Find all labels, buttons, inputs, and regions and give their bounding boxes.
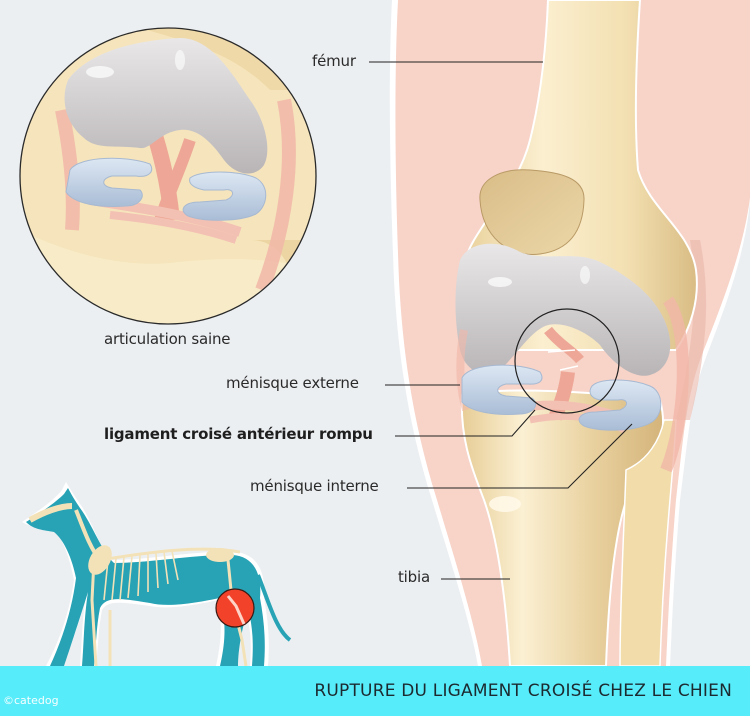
leader-lines <box>369 61 633 580</box>
label-internal-meniscus: ménisque interne <box>250 477 379 495</box>
label-healthy-joint: articulation saine <box>104 330 231 348</box>
copyright: ©catedog <box>3 694 59 707</box>
footer-bar: RUPTURE DU LIGAMENT CROISÉ CHEZ LE CHIEN <box>0 666 750 716</box>
footer-title: RUPTURE DU LIGAMENT CROISÉ CHEZ LE CHIEN <box>314 681 732 701</box>
dog-illustration <box>22 482 292 666</box>
label-femur: fémur <box>312 52 356 70</box>
femur-bone <box>455 0 698 376</box>
collateral-ligament <box>660 296 689 473</box>
inset-healthy-joint <box>19 27 317 325</box>
injury-marker <box>215 588 255 628</box>
tibia-bone <box>460 389 677 667</box>
label-external-meniscus: ménisque externe <box>226 374 359 392</box>
label-torn-acl: ligament croisé antérieur rompu <box>104 425 373 443</box>
detail-circle <box>514 308 620 414</box>
meniscus-external <box>461 364 543 415</box>
label-tibia: tibia <box>398 568 430 586</box>
meniscus-internal <box>578 379 662 431</box>
